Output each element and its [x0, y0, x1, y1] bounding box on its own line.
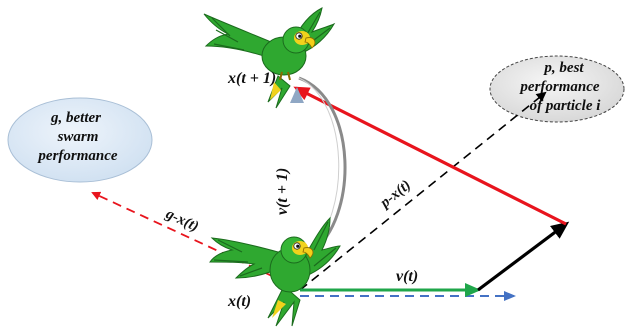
global-best-line2: swarm: [57, 129, 99, 145]
p-minus-x-label: p-x(t): [376, 177, 414, 212]
transition-arc: [298, 76, 347, 254]
global-best-line3: performance: [36, 148, 117, 164]
position-t1-label: x(t + 1): [227, 70, 276, 87]
position-t-label: x(t): [227, 293, 251, 310]
velocity-t-label: v(t): [396, 268, 418, 285]
personal-best-red-arrow: [293, 86, 567, 226]
resultant-black-arrow: [477, 221, 570, 292]
global-best-bubble: g, better swarm performance: [7, 97, 153, 183]
personal-best-line2: performance: [518, 79, 599, 95]
velocity-t1-label: v(t + 1): [274, 168, 291, 215]
p-minus-x-dashed-arrow: [299, 91, 547, 291]
personal-best-line1: p, best: [542, 60, 584, 76]
parrot-top-icon: [203, 7, 336, 109]
personal-best-line3: of particle i: [530, 98, 602, 114]
parrot-bottom-icon: [209, 216, 341, 327]
personal-best-bubble: p, best performance of particle i: [489, 55, 625, 123]
g-minus-x-dashed-arrow: [91, 191, 299, 289]
g-minus-x-label: g-x(t): [162, 206, 201, 235]
global-best-line1: g, better: [50, 110, 101, 126]
